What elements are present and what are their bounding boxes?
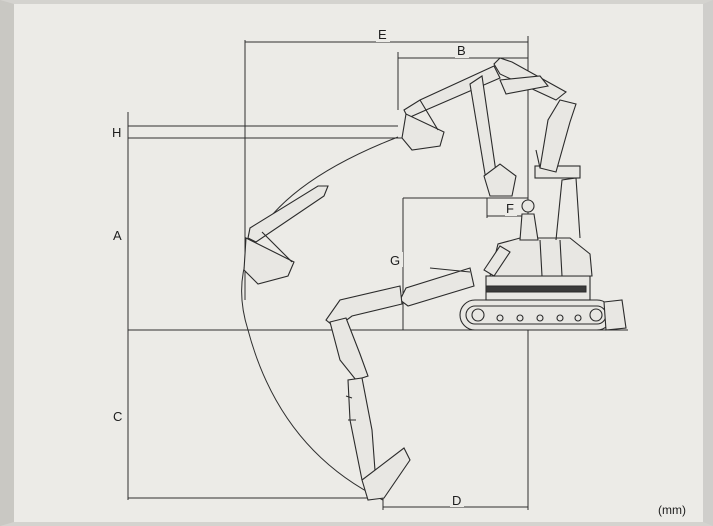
track-sprocket <box>589 308 603 322</box>
swing-bracket <box>483 245 511 277</box>
bucket-top <box>401 113 445 151</box>
boom-link-vertical <box>499 75 549 95</box>
boom-position-max-reach <box>243 185 329 285</box>
boom-position-max-depth <box>325 267 475 501</box>
label-d: D <box>452 493 461 508</box>
arm-vertical <box>469 75 497 182</box>
frame-stripe <box>485 285 587 293</box>
track-idler <box>471 308 485 322</box>
canopy-post <box>555 177 581 241</box>
arm-reach <box>247 185 329 243</box>
label-g: G <box>390 253 400 268</box>
arm-depth <box>347 377 377 485</box>
label-b: B <box>457 43 466 58</box>
dozer-blade <box>603 299 627 331</box>
label-a: A <box>113 228 122 243</box>
bucket-depth <box>361 447 411 501</box>
label-f: F <box>506 201 514 216</box>
excavator-body <box>459 165 627 331</box>
dim-max-reach-arc <box>241 136 399 501</box>
label-c: C <box>113 409 122 424</box>
boom-forward-depth <box>399 267 475 307</box>
operator-head <box>521 199 535 213</box>
boom-elbow-depth <box>329 317 369 381</box>
label-h: H <box>112 125 121 140</box>
operator-seat <box>519 213 539 241</box>
crawler-track-inner <box>465 305 607 325</box>
bucket-reach <box>243 237 295 285</box>
boom-position-vertical-arm <box>469 75 549 197</box>
dimension-labels: E B H A C D G F (mm) <box>110 27 686 517</box>
unit-label: (mm) <box>658 503 686 517</box>
label-e: E <box>378 27 387 42</box>
bucket-vertical <box>483 163 517 197</box>
boom-lower-top <box>539 99 577 173</box>
